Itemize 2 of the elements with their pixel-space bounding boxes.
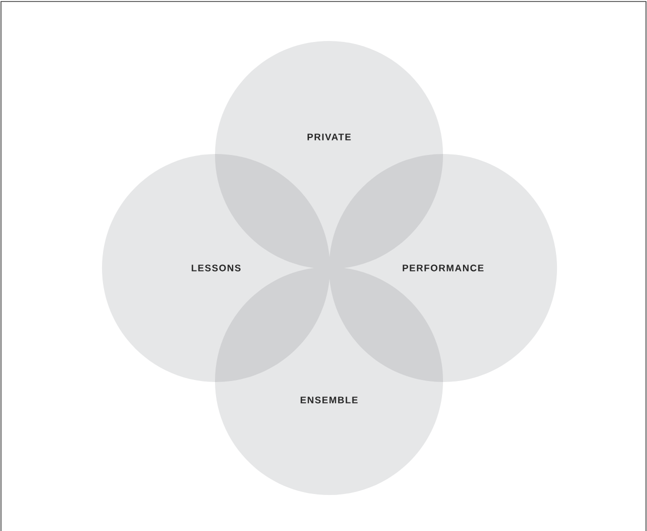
node-label: ENSEMBLE [300, 396, 358, 404]
node-label: PRIVATE [308, 134, 351, 140]
